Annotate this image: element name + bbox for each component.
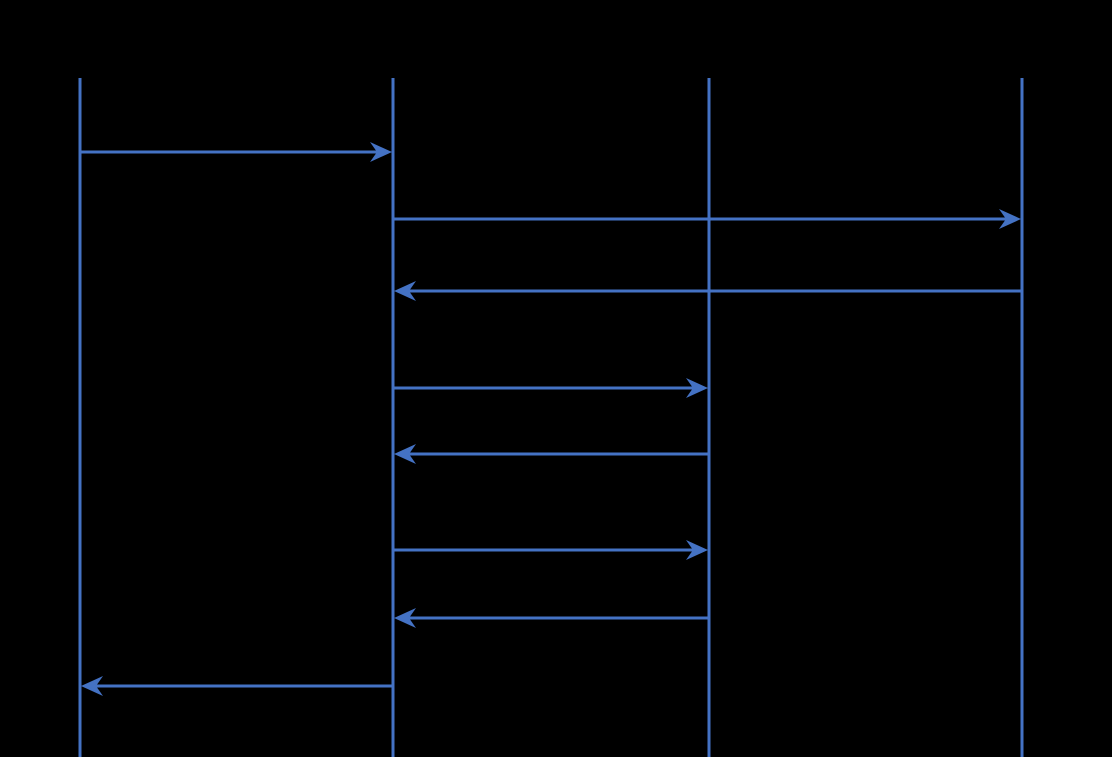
- message-7-arrowhead-icon: [394, 608, 416, 628]
- message-5-arrowhead-icon: [394, 444, 416, 464]
- message-8-arrowhead-icon: [81, 676, 103, 696]
- message-2-arrowhead-icon: [999, 209, 1021, 229]
- message-4-arrowhead-icon: [686, 378, 708, 398]
- message-6-arrowhead-icon: [686, 540, 708, 560]
- message-3-arrowhead-icon: [394, 281, 416, 301]
- message-1-arrowhead-icon: [370, 142, 392, 162]
